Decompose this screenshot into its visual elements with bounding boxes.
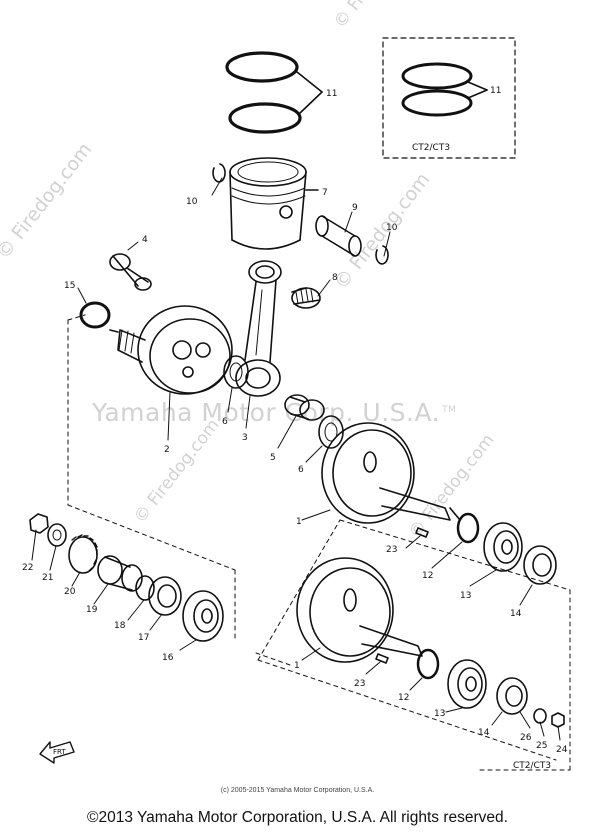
circlip-right [375,245,389,265]
callout-5: 5 [270,453,276,463]
inset-box-rings: CT2/CT3 [382,37,516,159]
woodruff-key-lower [375,653,389,664]
front-arrow-icon: FRT [39,741,75,764]
callout-6: 6 [222,417,228,427]
callout-16: 16 [162,653,174,663]
callout-10: 10 [386,223,398,233]
washer-21 [47,523,67,547]
circlip-left [212,163,226,183]
callout-19: 19 [86,605,98,615]
callout-24: 24 [556,745,568,755]
callout-11-inset: 11 [490,86,501,96]
primary-gear-20 [68,534,98,574]
callout-8: 8 [332,273,338,283]
crank-pin [109,253,152,291]
small-end-bearing [291,287,321,309]
dashed-guides [67,314,571,771]
crank-half-right [321,422,461,524]
callout-11: 11 [326,89,337,99]
callout-14: 14 [478,728,490,738]
callout-20: 20 [64,587,76,597]
spacer-19 [97,555,143,592]
inset-label-bottom: CT2/CT3 [513,761,551,771]
inset-label-top: CT2/CT3 [412,143,450,153]
callout-2: 2 [164,445,170,455]
thrust-washer-right [318,415,344,449]
front-label: FRT [53,748,66,756]
callout-25: 25 [536,741,547,751]
bearing-13-lower [447,659,487,709]
crank-half-lower [296,557,423,663]
callout-17: 17 [138,633,149,643]
woodruff-key-upper [415,527,429,538]
collar-18 [135,575,155,601]
crankshaft-exploded-diagram: CT2/CT3 [22,37,571,771]
piston [229,157,319,250]
callout-9: 9 [352,203,358,213]
callout-26: 26 [520,733,532,743]
callout-3: 3 [242,433,248,443]
callout-21: 21 [42,573,53,583]
callout-12: 12 [398,693,409,703]
crank-half-left [109,305,233,395]
callout-13: 13 [434,709,445,719]
callout-1: 1 [296,517,302,527]
bearing-16 [182,590,224,642]
nut-24 [551,712,565,728]
callout-13: 13 [460,591,471,601]
bearing-17 [148,576,182,616]
callout-23: 23 [386,545,397,555]
callout-1: 1 [294,661,300,671]
shim-12-upper [456,512,480,544]
shim-12-lower [416,648,440,680]
copyright-small: (c) 2005-2015 Yamaha Motor Corporation, … [220,787,375,794]
connecting-rod [235,260,282,397]
callout-14: 14 [510,609,522,619]
callout-10: 10 [186,197,198,207]
callout-23: 23 [354,679,365,689]
big-end-bearing [284,394,325,421]
piston-rings [225,51,323,134]
thrust-washer-right-inner [324,422,338,442]
oil-seal-14-upper [523,545,557,585]
thrust-washer-left [223,355,249,389]
washer-15 [79,301,111,329]
callout-18: 18 [114,621,126,631]
leader-lines [31,177,561,741]
callout-4: 4 [142,235,148,245]
washer-21-inner [52,529,62,541]
callout-labels: 11 11 10 7 9 10 4 15 8 6 3 2 5 6 1 22 21… [22,86,568,755]
callout-22: 22 [22,563,33,573]
thrust-washer-left-inner [229,362,243,382]
callout-6: 6 [298,465,304,475]
piston-pin [315,215,362,257]
copyright-main: ©2013 Yamaha Motor Corporation, U.S.A. A… [87,809,508,826]
oil-seal-14-lower [496,677,528,715]
bearing-13-upper [483,522,523,572]
callout-15: 15 [64,281,75,291]
callout-12: 12 [422,571,433,581]
washer-25 [533,708,547,724]
callout-7: 7 [322,188,328,198]
nut-22 [29,513,49,534]
